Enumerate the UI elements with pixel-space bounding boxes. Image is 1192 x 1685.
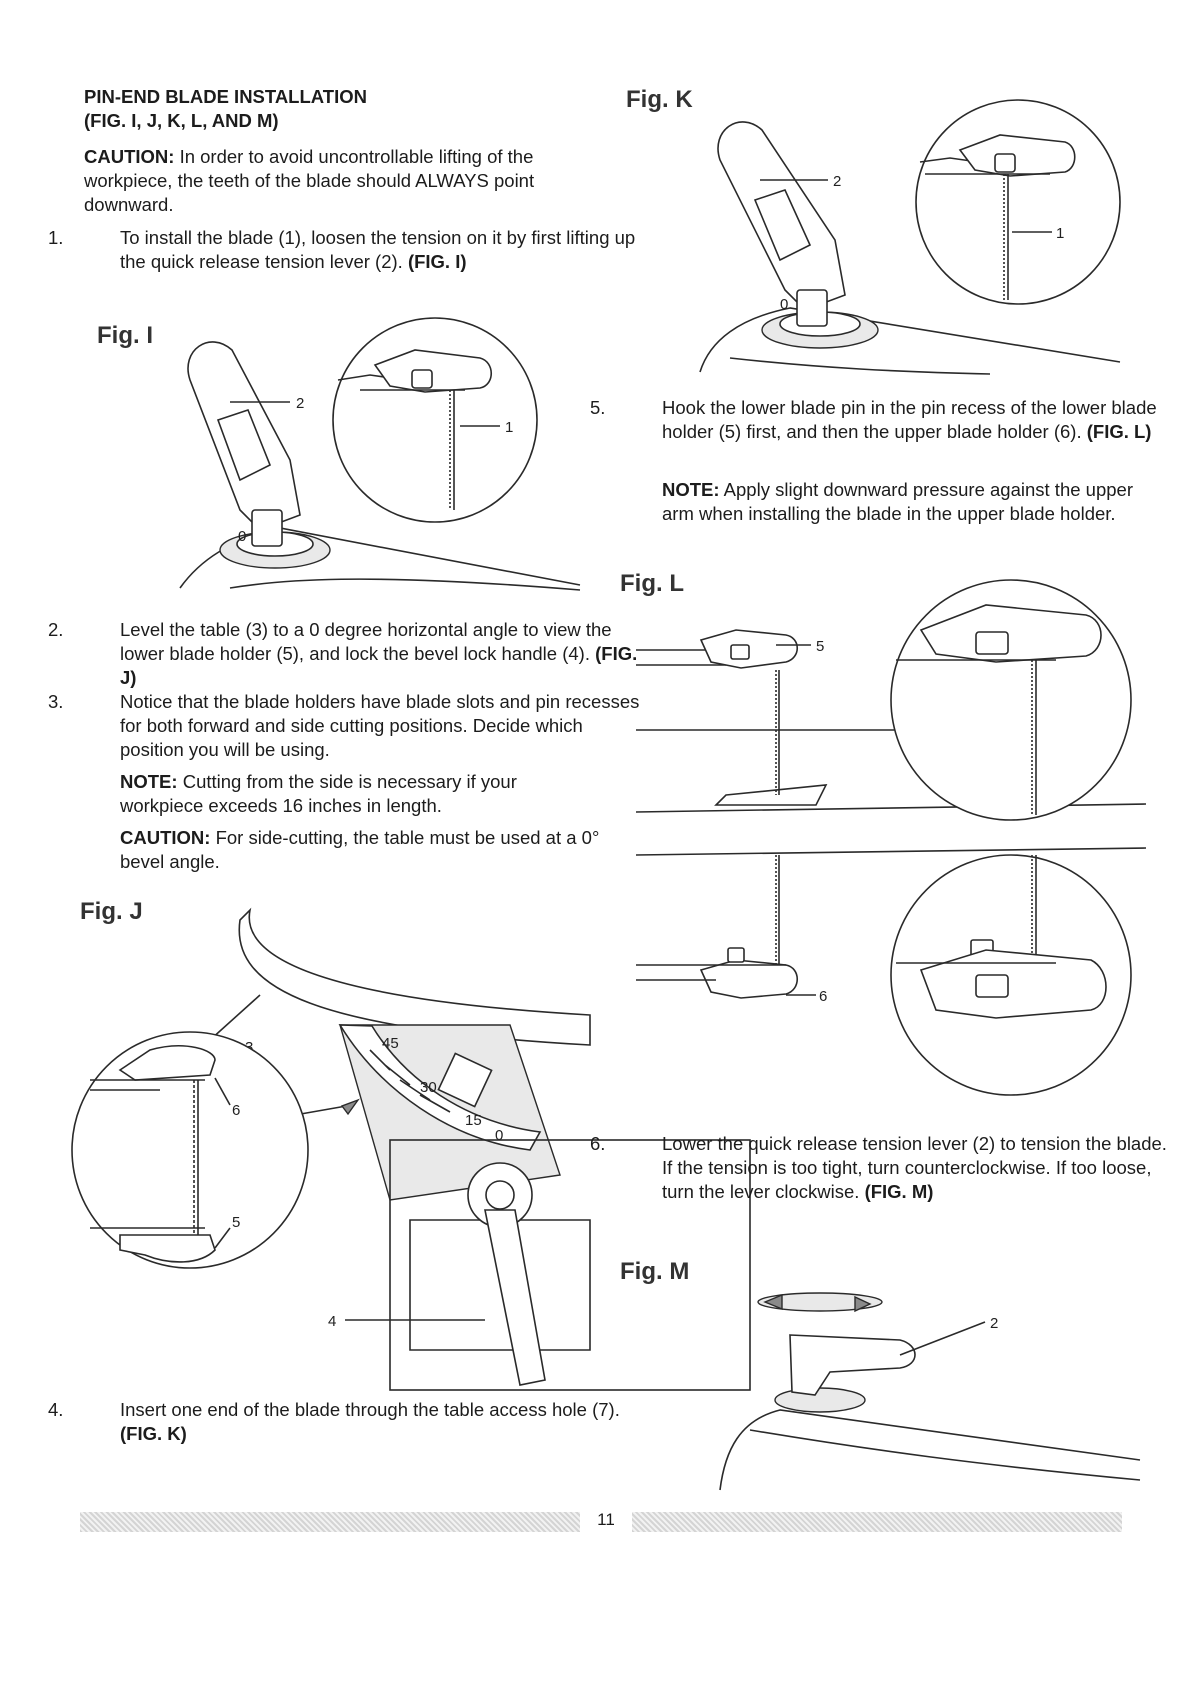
callout-6: 6 bbox=[232, 1102, 240, 1119]
figure-reference: (FIG. J) bbox=[120, 643, 638, 688]
step-text: Level the table (3) to a 0 degree horizo… bbox=[120, 619, 612, 664]
figure-label-j: Fig. J bbox=[80, 898, 143, 925]
caution-paragraph-1: CAUTION: In order to avoid uncontrollabl… bbox=[84, 145, 604, 217]
figure-label-l: Fig. L bbox=[620, 570, 684, 597]
callout-0: 0 bbox=[780, 296, 788, 313]
figure-label-i: Fig. I bbox=[97, 322, 153, 349]
callout-2: 2 bbox=[833, 173, 841, 190]
callout-1: 1 bbox=[1056, 225, 1064, 242]
caution-label: CAUTION: bbox=[84, 146, 175, 167]
callout-1: 1 bbox=[505, 419, 513, 436]
step-4: 4. Insert one end of the blade through th… bbox=[48, 1398, 640, 1446]
callout-4: 4 bbox=[328, 1313, 336, 1330]
note-label: NOTE: bbox=[120, 771, 178, 792]
caution-text: For side-cutting, the table must be used… bbox=[120, 827, 600, 872]
callout-2: 2 bbox=[990, 1315, 998, 1332]
step-number: 3. bbox=[48, 691, 64, 712]
step-number: 4. bbox=[48, 1399, 64, 1420]
section-title: PIN-END BLADE INSTALLATION bbox=[84, 86, 367, 107]
figure-label-k: Fig. K bbox=[626, 86, 693, 113]
scale-15: 15 bbox=[465, 1112, 482, 1129]
step-text: Lower the quick release tension lever (2… bbox=[662, 1133, 1167, 1202]
caution-paragraph-2: CAUTION: For side-cutting, the table mus… bbox=[120, 826, 604, 874]
figure-reference: (FIG. I) bbox=[407, 251, 467, 272]
step-number: 5. bbox=[590, 397, 606, 418]
page-number: 11 bbox=[597, 1510, 615, 1529]
section-subtitle: (FIG. I, J, K, L, AND M) bbox=[84, 110, 279, 131]
step-number: 2. bbox=[48, 619, 64, 640]
callout-6-lower: 6 bbox=[819, 988, 827, 1005]
caution-text: In order to avoid uncontrollable lifting… bbox=[84, 146, 535, 215]
note-paragraph-1: NOTE: Cutting from the side is necessary… bbox=[120, 770, 604, 818]
note-text: Cutting from the side is necessary if yo… bbox=[120, 771, 517, 816]
step-3: 3. Notice that the blade holders have bla… bbox=[48, 690, 640, 762]
step-6: 6. Lower the quick release tension lever … bbox=[590, 1132, 1182, 1204]
figure-k-illustration: 0 2 1 bbox=[699, 99, 1121, 375]
footer-bar-left bbox=[80, 1512, 580, 1532]
caution-label: CAUTION: bbox=[120, 827, 211, 848]
figure-label-m: Fig. M bbox=[620, 1258, 690, 1285]
figure-reference: (FIG. L) bbox=[1086, 421, 1152, 442]
figure-j-illustration: 45 30 15 0 3 4 6 5 bbox=[71, 907, 751, 1391]
step-5: 5. Hook the lower blade pin in the pin re… bbox=[590, 396, 1182, 444]
callout-5: 5 bbox=[232, 1214, 240, 1231]
footer-bar-right bbox=[632, 1512, 1122, 1532]
figure-reference: (FIG. M) bbox=[864, 1181, 934, 1202]
scale-0: 0 bbox=[495, 1127, 503, 1144]
step-number: 1. bbox=[48, 227, 64, 248]
callout-2: 2 bbox=[296, 395, 304, 412]
step-text: To install the blade (1), loosen the ten… bbox=[120, 227, 636, 272]
step-text: Hook the lower blade pin in the pin rece… bbox=[662, 397, 1157, 442]
step-text: Notice that the blade holders have blade… bbox=[120, 691, 640, 760]
scale-30: 30 bbox=[420, 1079, 437, 1096]
figure-i-illustration: 0 2 1 bbox=[179, 317, 581, 591]
step-text: Insert one end of the blade through the … bbox=[120, 1399, 620, 1420]
note-paragraph-2: NOTE: Apply slight downward pressure aga… bbox=[662, 478, 1142, 526]
note-label: NOTE: bbox=[662, 479, 720, 500]
callout-0: 0 bbox=[238, 528, 246, 545]
figure-m-illustration: 2 bbox=[719, 1292, 1141, 1491]
scale-45: 45 bbox=[382, 1035, 399, 1052]
figure-reference: (FIG. K) bbox=[120, 1423, 187, 1444]
figure-l-illustration: 5 6 bbox=[635, 579, 1147, 1096]
step-number: 6. bbox=[590, 1133, 606, 1154]
note-text: Apply slight downward pressure against t… bbox=[662, 479, 1133, 524]
callout-5-upper: 5 bbox=[816, 638, 824, 655]
step-1: 1. To install the blade (1), loosen the t… bbox=[48, 226, 640, 274]
step-2: 2. Level the table (3) to a 0 degree hori… bbox=[48, 618, 640, 690]
